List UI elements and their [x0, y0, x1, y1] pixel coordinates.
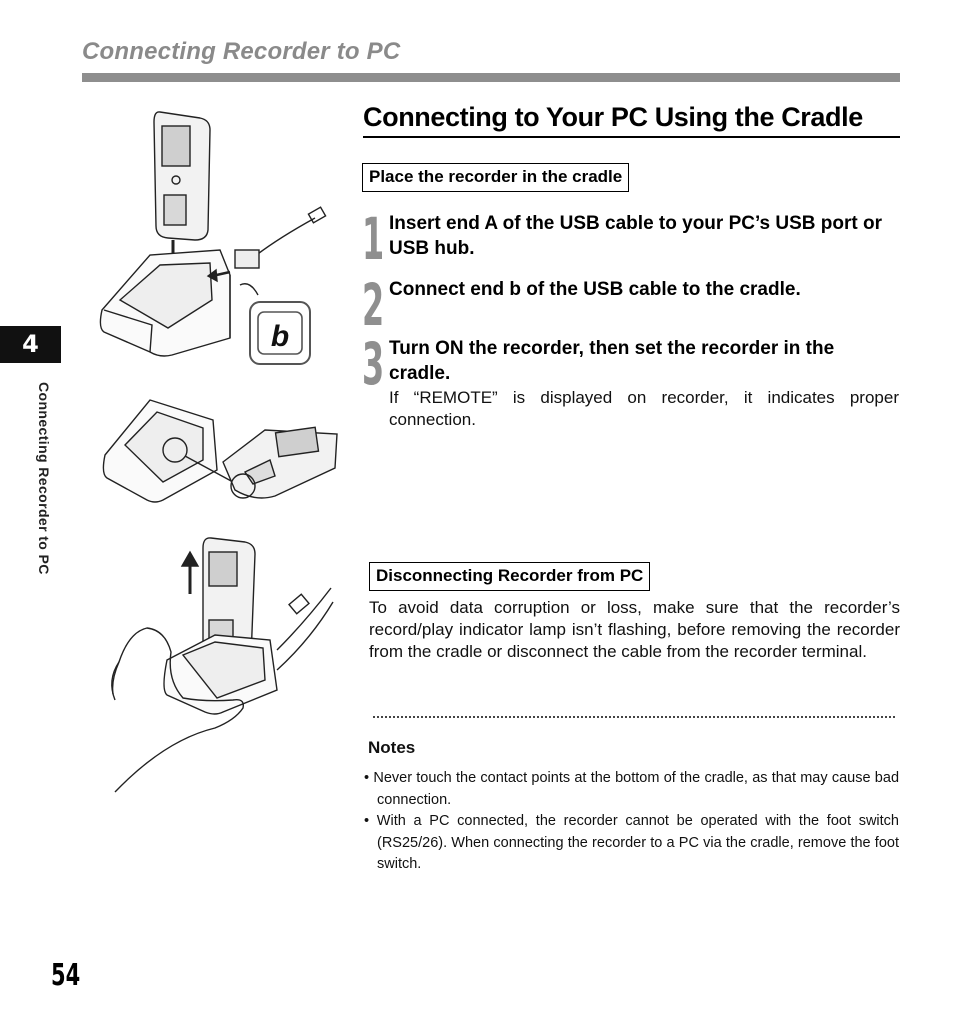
header-rule [82, 73, 900, 82]
step-3-note: If “REMOTE” is displayed on recorder, it… [389, 388, 899, 429]
remove-recorder-illustration [111, 537, 334, 793]
cradle-insert-illustration: b [99, 111, 327, 365]
badge-letter: b [271, 320, 289, 353]
note-item-1-text: Never touch the contact points at the bo… [373, 770, 900, 808]
place-recorder-label: Place the recorder in the cradle [362, 163, 630, 192]
side-chapter-label: Connecting Recorder to PC [36, 382, 52, 575]
note-item-2-text: With a PC connected, the recorder cannot… [376, 813, 899, 872]
step-2-number: 2 [362, 271, 385, 339]
step-3-number: 3 [362, 330, 385, 398]
disconnect-paragraph: To avoid data corruption or loss, make s… [369, 598, 900, 661]
section-rule [363, 136, 900, 138]
cradle-recorder-illustration [102, 399, 338, 503]
step-3-text: Turn ON the recorder, then set the recor… [389, 338, 835, 384]
disconnect-label: Disconnecting Recorder from PC [369, 562, 651, 591]
dotted-divider [373, 716, 895, 718]
note-item-1: • Never touch the contact points at the … [364, 770, 900, 808]
notes-heading: Notes [368, 738, 416, 757]
section-title: Connecting to Your PC Using the Cradle [363, 102, 863, 132]
running-header: Connecting Recorder to PC [82, 38, 401, 65]
step-2-text: Connect end b of the USB cable to the cr… [389, 279, 801, 300]
page-number: 54 [51, 958, 81, 993]
step-1-number: 1 [362, 205, 385, 273]
step-1-text: Insert end A of the USB cable to your PC… [389, 213, 882, 259]
note-item-2: • With a PC connected, the recorder cann… [364, 813, 899, 872]
chapter-tab: 4 [0, 326, 61, 363]
